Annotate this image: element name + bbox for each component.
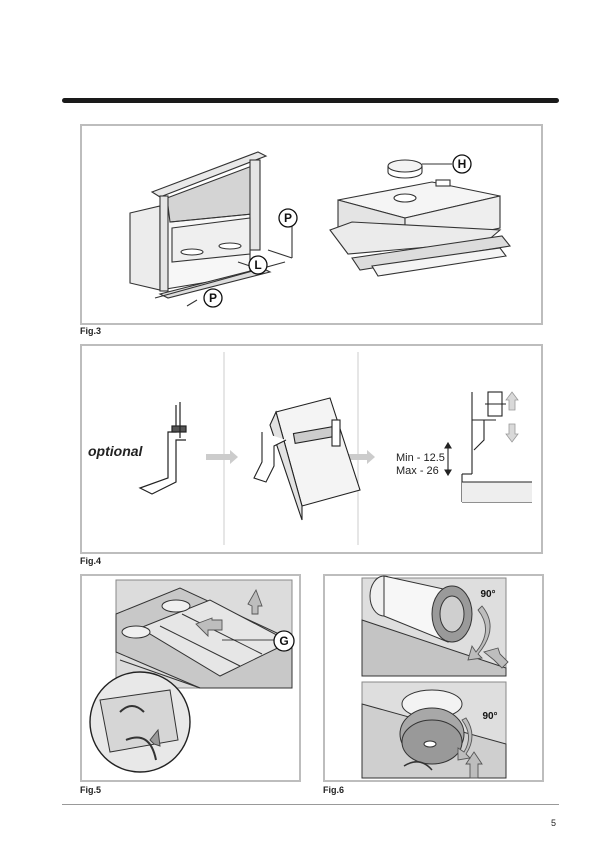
fig4-hood-mount [253, 397, 361, 521]
callout-p-upper [278, 208, 298, 228]
callout-l [248, 255, 268, 275]
callout-p-lower [203, 288, 223, 308]
fig5-filter-scene [115, 579, 293, 689]
callout-g [273, 630, 295, 652]
max-measure: Max - 26 [396, 465, 439, 477]
fig4-wall-section [444, 391, 532, 503]
label-p-lower: P [209, 291, 217, 305]
fig5-zoom-arrow [149, 728, 161, 747]
fig4-bracket [138, 402, 187, 495]
fig3-callouts: H P L P [203, 154, 472, 308]
fig4-dividers [223, 352, 359, 545]
page-number: 5 [551, 818, 557, 828]
fig4-caption: Fig.4 [80, 556, 102, 566]
label-g: G [279, 634, 288, 648]
fig6-top-scene [361, 575, 507, 677]
fig4-adjust-arrows [505, 391, 519, 443]
fig6-deg-top: 90° [480, 589, 495, 600]
label-l: L [254, 258, 261, 272]
label-p-upper: P [284, 211, 292, 225]
fig3-left-hood [129, 151, 293, 307]
min-measure: Min - 12.5 [396, 452, 445, 464]
footer-rule [62, 804, 559, 805]
header-rule [62, 98, 559, 103]
fig3-caption: Fig.3 [80, 326, 102, 336]
fig6-deg-bottom: 90° [482, 711, 497, 722]
fig6-top-arrows [467, 605, 509, 669]
fig5-zoom [89, 671, 191, 773]
label-h: H [458, 157, 467, 171]
fig6-bottom-scene [361, 681, 507, 779]
fig5-caption: Fig.5 [80, 785, 102, 795]
callout-h [452, 154, 472, 174]
fig6-caption: Fig.6 [323, 785, 345, 795]
fig5-arrows [195, 588, 263, 638]
fig4-arrows [206, 450, 375, 464]
fig6-bottom-arrows [457, 717, 483, 779]
optional-label: optional [88, 443, 144, 459]
fig3-right-hood [329, 159, 512, 277]
